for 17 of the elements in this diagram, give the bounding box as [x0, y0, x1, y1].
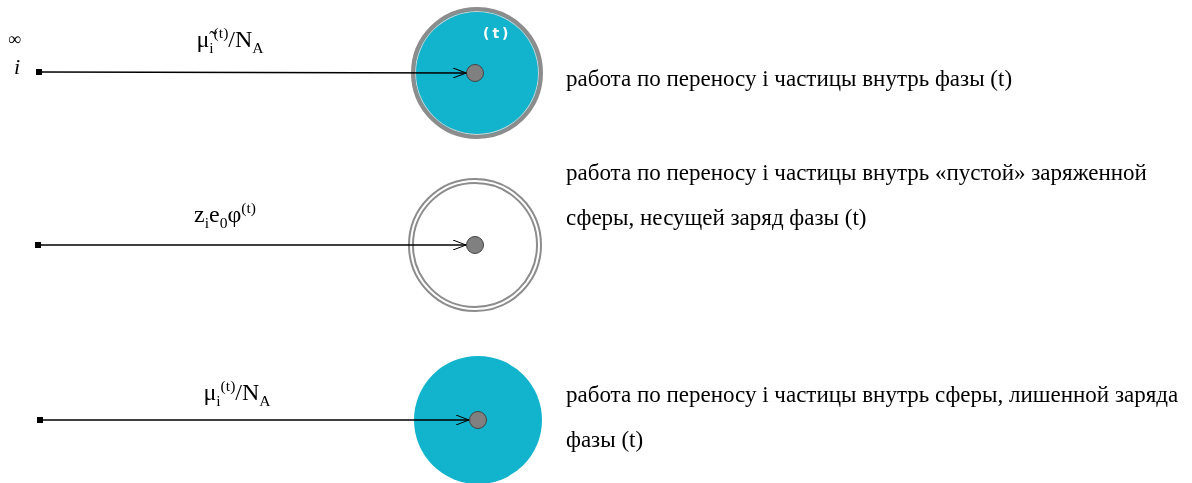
- particle-dot: [466, 64, 484, 82]
- arrow: [42, 414, 470, 426]
- start-point: [35, 242, 41, 248]
- description-text: работа по переносу i частицы внутрь «пустой» заряженной сферы, несущей заряд фазы (t): [566, 159, 1148, 232]
- arrow: [40, 239, 467, 251]
- phase-label: (t): [483, 25, 512, 41]
- formula-label: μ$_{i}$$^{(t)}$/N$_{A}$: [203, 376, 271, 409]
- description-text: работа по переносу i частицы внутрь фазы (t): [566, 65, 1014, 93]
- particle-dot: [466, 236, 484, 254]
- formula-label: μ̃$_{i}$$^{(t)}$/N$_{A}$: [196, 23, 264, 56]
- arrow: [41, 67, 467, 79]
- formula-label: z$_{i}$e$_{0}$φ$^{(t)}$: [194, 198, 256, 231]
- particle-dot: [469, 411, 487, 429]
- start-point: [37, 417, 43, 423]
- particle-label: i: [14, 56, 21, 78]
- description-text: работа по переносу i частицы внутрь сферы, лишенной заряда фазы (t): [566, 381, 1180, 454]
- infinity-label: ∞: [8, 30, 21, 48]
